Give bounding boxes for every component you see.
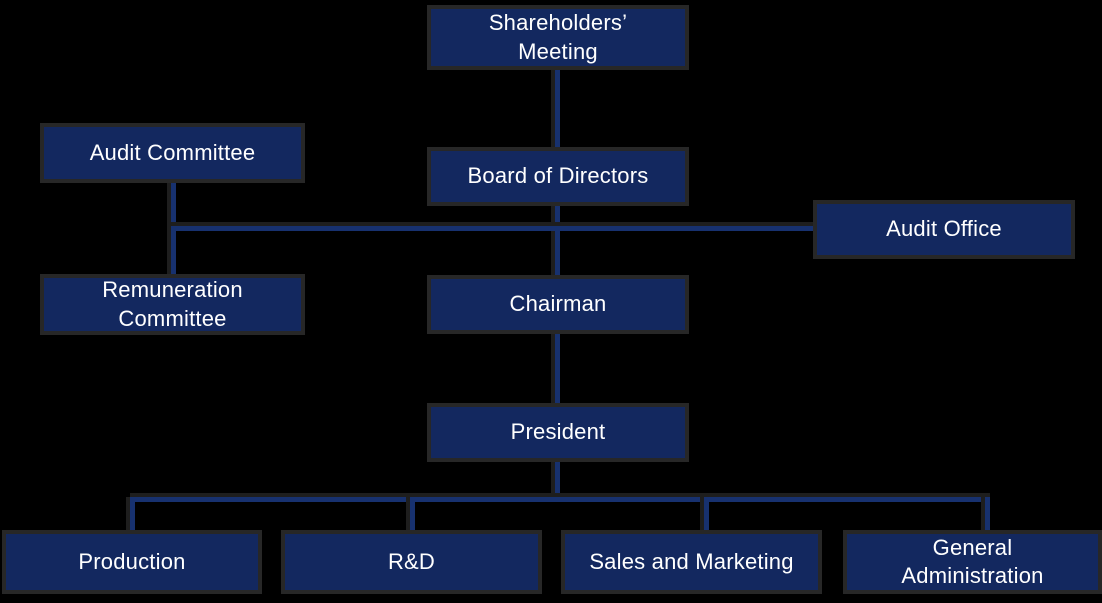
org-node-production: Production bbox=[2, 530, 262, 594]
org-node-general-administration: General Administration bbox=[843, 530, 1102, 594]
org-node-label-production: Production bbox=[78, 548, 186, 574]
org-node-rnd: R&D bbox=[281, 530, 542, 594]
org-node-label-rnd: R&D bbox=[387, 548, 436, 574]
org-node-label-audit-committee: Audit Committee bbox=[89, 139, 256, 165]
connector-cross-line-to-audit-office bbox=[171, 226, 813, 231]
connector-drop-sales-and-marketing bbox=[704, 497, 709, 531]
org-node-label-board-of-directors: Board of Directors bbox=[467, 163, 649, 189]
org-node-label-shareholders-meeting: Shareholders’ Meeting bbox=[488, 10, 628, 64]
connector-bottom-bus bbox=[130, 497, 990, 502]
connector-drop-production bbox=[130, 497, 135, 531]
org-node-label-sales-and-marketing: Sales and Marketing bbox=[589, 548, 794, 574]
org-node-label-audit-office: Audit Office bbox=[886, 216, 1002, 242]
org-node-remuneration-committee: Remuneration Committee bbox=[40, 274, 305, 335]
org-node-label-remuneration-committee: Remuneration Committee bbox=[102, 277, 243, 331]
org-node-audit-committee: Audit Committee bbox=[40, 123, 305, 183]
org-node-audit-office: Audit Office bbox=[813, 200, 1075, 259]
org-node-shareholders-meeting: Shareholders’ Meeting bbox=[427, 5, 689, 70]
org-node-label-president: President bbox=[510, 419, 606, 445]
connector-drop-general-administration bbox=[985, 497, 990, 531]
connector-president-to-bottom-bus bbox=[555, 462, 560, 500]
connector-chairman-to-president bbox=[555, 334, 560, 404]
connector-shareholders-to-board bbox=[555, 70, 560, 148]
org-node-label-chairman: Chairman bbox=[509, 291, 607, 317]
org-node-label-general-administration: General Administration bbox=[901, 534, 1044, 588]
org-node-chairman: Chairman bbox=[427, 275, 689, 334]
org-node-board-of-directors: Board of Directors bbox=[427, 147, 689, 206]
org-node-sales-and-marketing: Sales and Marketing bbox=[561, 530, 822, 594]
connector-drop-rnd bbox=[410, 497, 415, 531]
connector-board-to-chairman bbox=[555, 206, 560, 276]
org-node-president: President bbox=[427, 403, 689, 462]
